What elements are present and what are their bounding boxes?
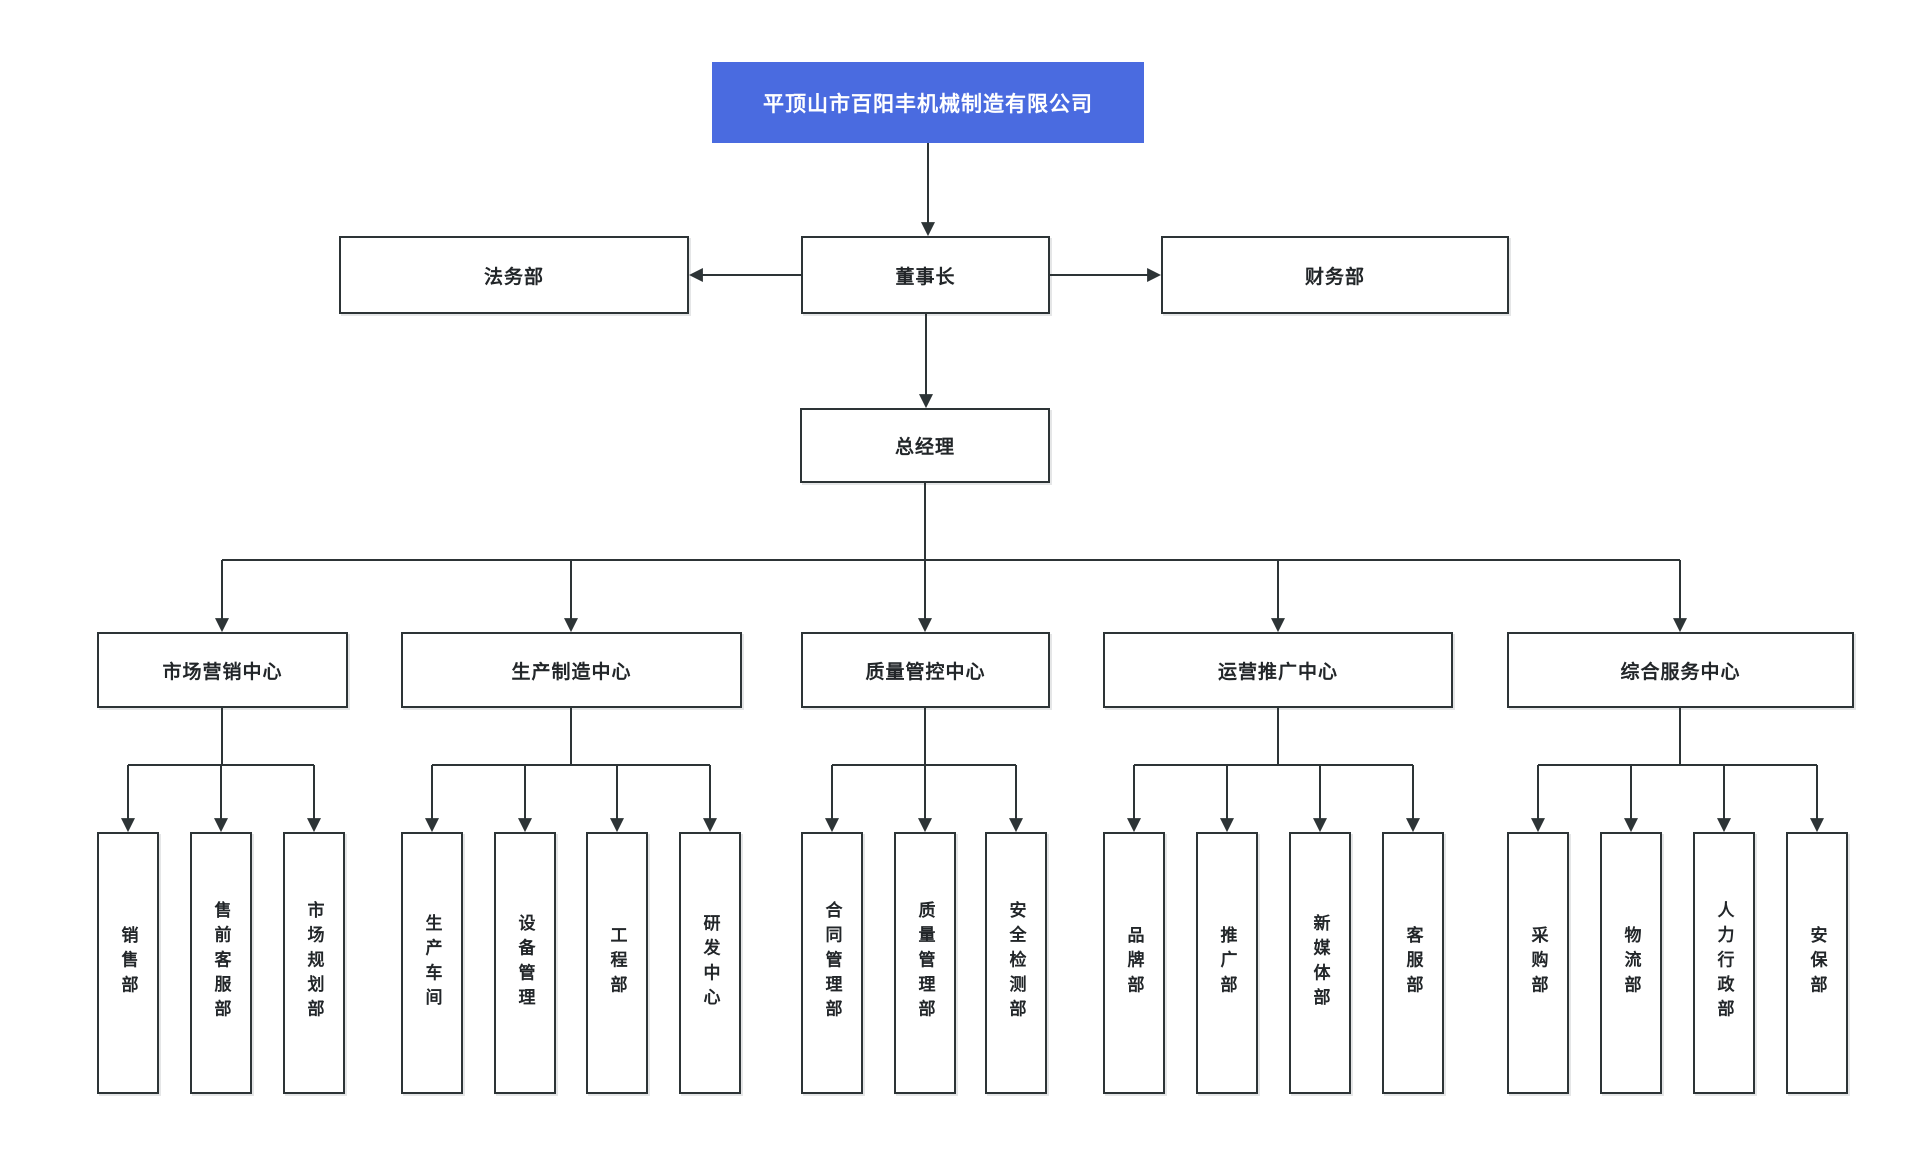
org-node-department: 客服部	[1382, 832, 1444, 1094]
node-label: 品牌部	[1124, 926, 1144, 1000]
org-node-center-production: 生产制造中心	[401, 632, 742, 708]
node-label: 新媒体部	[1310, 913, 1330, 1013]
node-label: 售前客服部	[211, 901, 231, 1025]
org-node-company: 平顶山市百阳丰机械制造有限公司	[712, 62, 1144, 143]
node-label: 质量管控中心	[865, 661, 986, 683]
org-node-center-services: 综合服务中心	[1507, 632, 1854, 708]
connector-center5-bus	[1538, 708, 1817, 766]
connector-center2-bus	[432, 708, 710, 766]
node-label: 平顶山市百阳丰机械制造有限公司	[763, 92, 1093, 116]
org-node-department: 采购部	[1507, 832, 1569, 1094]
node-label: 运营推广中心	[1217, 661, 1338, 683]
connector-gm-bus	[222, 483, 1680, 561]
org-node-finance-dept: 财务部	[1161, 236, 1509, 314]
connector-center1-bus	[128, 708, 314, 766]
node-label: 质量管理部	[915, 901, 935, 1025]
org-node-department: 合同管理部	[801, 832, 863, 1094]
org-node-chairman: 董事长	[801, 236, 1050, 314]
node-label: 工程部	[607, 926, 627, 1000]
node-label: 研发中心	[700, 913, 720, 1013]
org-node-department: 品牌部	[1103, 832, 1165, 1094]
node-label: 物流部	[1621, 926, 1641, 1000]
node-label: 综合服务中心	[1620, 661, 1741, 683]
org-node-department: 销售部	[97, 832, 159, 1094]
org-node-center-quality: 质量管控中心	[801, 632, 1050, 708]
org-node-center-marketing: 市场营销中心	[97, 632, 348, 708]
node-label: 市场营销中心	[162, 661, 283, 683]
org-node-department: 人力行政部	[1693, 832, 1755, 1094]
org-node-department: 工程部	[586, 832, 648, 1094]
org-node-general-manager: 总经理	[800, 408, 1050, 483]
node-label: 生产车间	[422, 913, 442, 1013]
node-label: 采购部	[1528, 926, 1548, 1000]
connector-center3-bus	[832, 708, 1016, 766]
node-label: 法务部	[483, 266, 544, 288]
org-node-department: 市场规划部	[283, 832, 345, 1094]
org-node-department: 研发中心	[679, 832, 741, 1094]
node-label: 财务部	[1304, 266, 1365, 288]
node-label: 总经理	[894, 437, 955, 458]
node-label: 销售部	[118, 926, 138, 1000]
node-label: 人力行政部	[1714, 901, 1734, 1025]
org-node-department: 设备管理	[494, 832, 556, 1094]
node-label: 合同管理部	[822, 901, 842, 1025]
org-node-department: 推广部	[1196, 832, 1258, 1094]
node-label: 设备管理	[515, 913, 535, 1013]
node-label: 生产制造中心	[511, 661, 632, 683]
org-node-center-operations: 运营推广中心	[1103, 632, 1453, 708]
org-node-legal-dept: 法务部	[339, 236, 689, 314]
node-label: 安保部	[1807, 926, 1827, 1000]
node-label: 市场规划部	[304, 901, 324, 1025]
node-label: 安全检测部	[1006, 901, 1026, 1025]
org-node-department: 售前客服部	[190, 832, 252, 1094]
node-label: 董事长	[895, 266, 956, 288]
org-node-department: 安保部	[1786, 832, 1848, 1094]
org-node-department: 生产车间	[401, 832, 463, 1094]
connector-center4-bus	[1134, 708, 1413, 766]
org-node-department: 新媒体部	[1289, 832, 1351, 1094]
node-label: 推广部	[1217, 926, 1237, 1000]
org-node-department: 物流部	[1600, 832, 1662, 1094]
node-label: 客服部	[1403, 926, 1423, 1000]
org-node-department: 安全检测部	[985, 832, 1047, 1094]
org-node-department: 质量管理部	[894, 832, 956, 1094]
